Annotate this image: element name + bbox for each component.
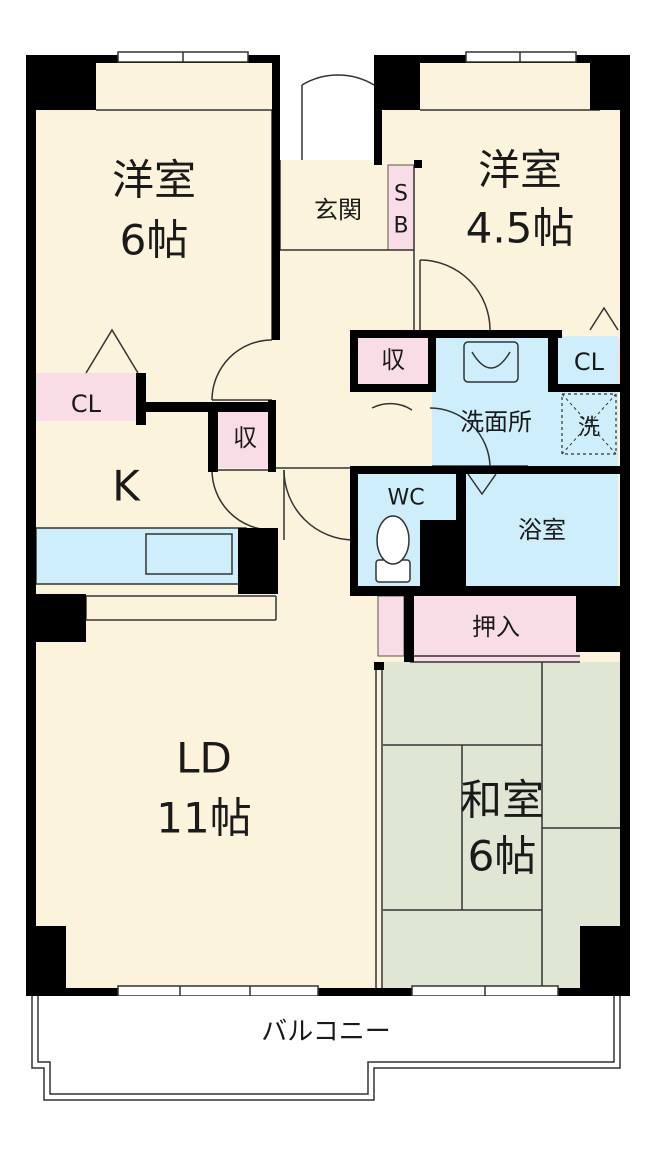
hall-pink-strip — [377, 595, 405, 657]
closet-east-label: CL — [574, 348, 605, 376]
western-north-size: 6帖 — [120, 216, 189, 265]
shoe-box-label-s: S — [394, 182, 408, 207]
japanese-name: 和室 — [460, 776, 544, 825]
balcony-label: バルコニー — [261, 1017, 390, 1047]
western-north-name: 洋室 — [112, 156, 196, 205]
closet-north-label: CL — [71, 390, 102, 418]
storage-hall-label: 収 — [381, 346, 405, 374]
shoe-box-label-b: B — [393, 214, 408, 239]
storage-hall-area — [358, 336, 428, 386]
storage-kitchen-label: 収 — [233, 424, 257, 452]
living-size: 11帖 — [156, 794, 251, 843]
door-swings — [211, 74, 491, 541]
oshiire-area — [412, 596, 580, 662]
balcony-outline — [31, 996, 621, 1101]
washer-pan — [561, 393, 617, 455]
shoe-box-area — [387, 164, 415, 251]
sink — [145, 533, 233, 575]
bath-label: 浴室 — [518, 516, 566, 544]
closet-north-area — [36, 373, 136, 421]
western-east-size: 4.5帖 — [466, 204, 575, 253]
closet-triangles — [85, 306, 619, 496]
kitchen-label: K — [112, 462, 141, 511]
western-east-name: 洋室 — [478, 146, 562, 195]
storage-kitchen-area — [215, 410, 275, 468]
bath-area — [466, 474, 618, 586]
entrance-outdoor — [280, 55, 374, 160]
living-name: LD — [176, 734, 232, 783]
japanese-size: 6帖 — [468, 832, 537, 881]
oshiire-label: 押入 — [472, 613, 520, 641]
washroom-label: 洗面所 — [460, 408, 532, 436]
toilet — [375, 515, 411, 583]
wc-label: WC — [387, 486, 424, 511]
entrance-label: 玄関 — [314, 196, 362, 224]
washer-label: 洗 — [578, 416, 600, 441]
tatami-lines — [383, 662, 621, 990]
washroom-area — [432, 336, 618, 466]
wash-basin — [463, 341, 519, 383]
